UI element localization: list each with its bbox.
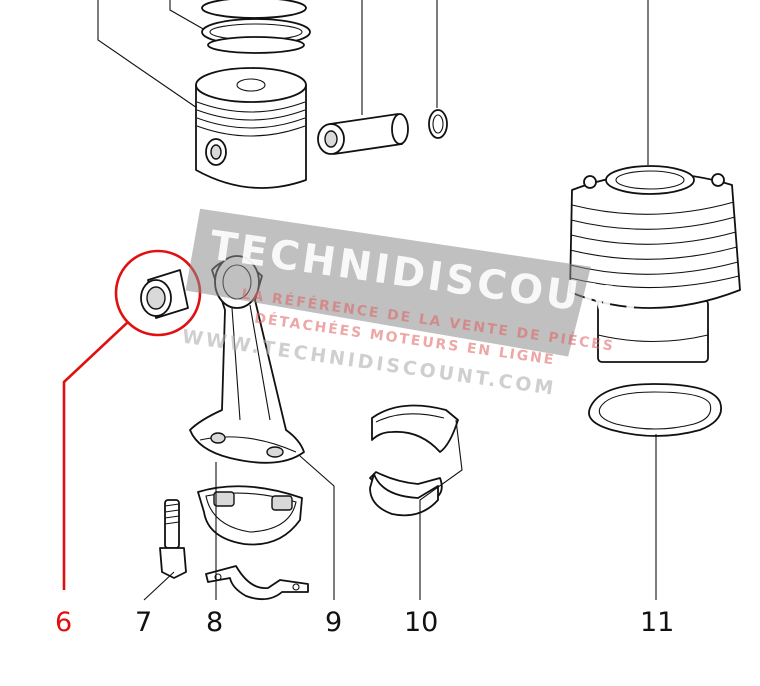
top-leader-lines [97,0,649,165]
locking-plate [205,565,309,601]
part-label-6: 6 [55,607,72,638]
piston-pin-bushing [62,249,202,590]
bearing-shells [369,404,459,517]
connecting-rod-bolt [159,499,187,579]
piston-pin [317,113,409,155]
bottom-leader-lines [143,419,657,601]
part-label-9: 9 [325,607,342,638]
part-label-8: 8 [206,607,223,638]
watermark-banner [185,208,591,357]
piston-rings [201,0,311,54]
part-label-10: 10 [404,607,438,638]
cylinder-gasket [588,383,722,437]
part-label-7: 7 [135,607,152,638]
part-labels: 6 7 8 9 10 11 [55,607,674,638]
piston [195,67,307,189]
cylinder [569,165,741,363]
connecting-rod-cap [197,485,303,546]
highlight-leader [62,321,129,590]
circlip [428,109,448,139]
part-label-11: 11 [640,607,674,638]
